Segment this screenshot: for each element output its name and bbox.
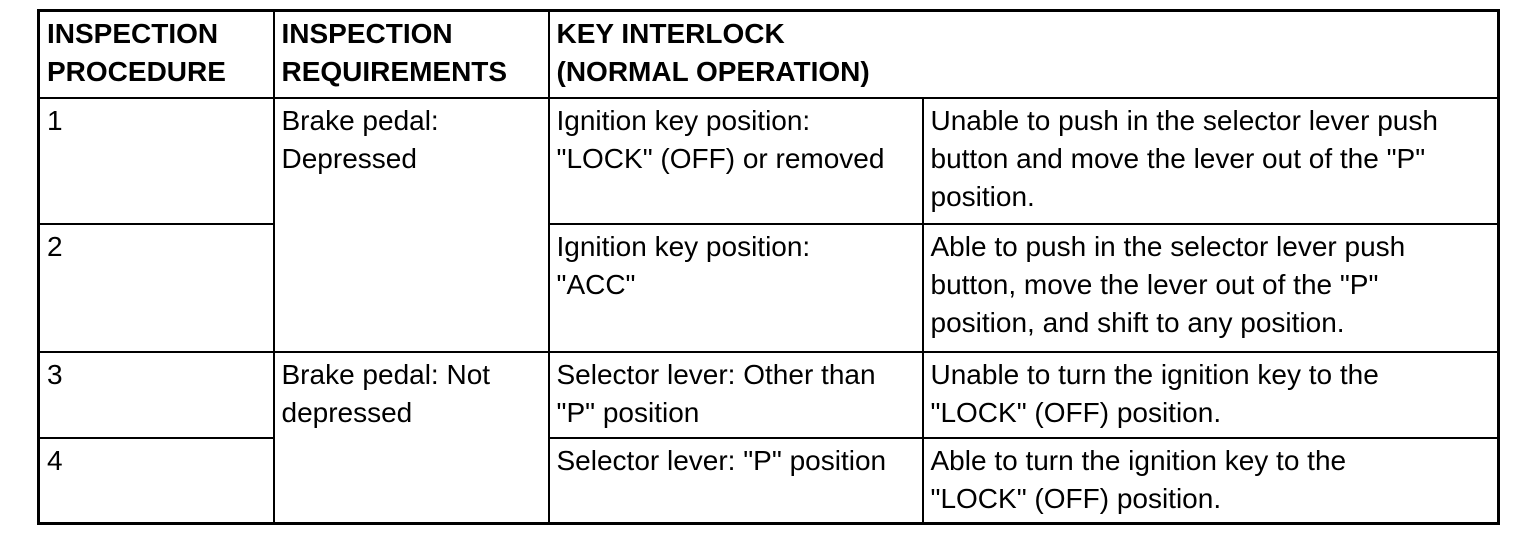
cell-condition: Selector lever: Other than "P" position: [547, 350, 924, 439]
table-header-row: INSPECTION PROCEDURE INSPECTION REQUIREM…: [37, 9, 1500, 99]
header-inspection-requirements: INSPECTION REQUIREMENTS: [272, 9, 550, 99]
cell-condition: Ignition key position: "ACC": [547, 222, 924, 353]
cell-requirement: Brake pedal: Depressed: [272, 96, 550, 353]
cell-condition: Ignition key position: "LOCK" (OFF) or r…: [547, 96, 924, 225]
cell-result: Able to push in the selector lever push …: [921, 222, 1500, 353]
table-row: 2 Ignition key position: "ACC" Able to p…: [37, 222, 1500, 353]
cell-condition: Selector lever: "P" position: [547, 436, 924, 525]
table-row: 3 Brake pedal: Not depressed Selector le…: [37, 350, 1500, 525]
cell-procedure-number: 2: [37, 222, 275, 353]
cell-procedure-number: 3: [37, 350, 275, 439]
cell-result: Unable to push in the selector lever pus…: [921, 96, 1500, 225]
table-row: 1 Brake pedal: Depressed Ignition key po…: [37, 96, 1500, 353]
cell-procedure-number: 1: [37, 96, 275, 225]
cell-result: Able to turn the ignition key to the "LO…: [921, 436, 1500, 525]
cell-result: Unable to turn the ignition key to the "…: [921, 350, 1500, 439]
header-key-interlock: KEY INTERLOCK (NORMAL OPERATION): [547, 9, 1500, 99]
cell-requirement: Brake pedal: Not depressed: [272, 350, 550, 525]
table-row: 4 Selector lever: "P" position Able to t…: [37, 436, 1500, 525]
header-inspection-procedure: INSPECTION PROCEDURE: [37, 9, 275, 99]
key-interlock-inspection-table: INSPECTION PROCEDURE INSPECTION REQUIREM…: [37, 9, 1501, 525]
cell-procedure-number: 4: [37, 436, 275, 525]
